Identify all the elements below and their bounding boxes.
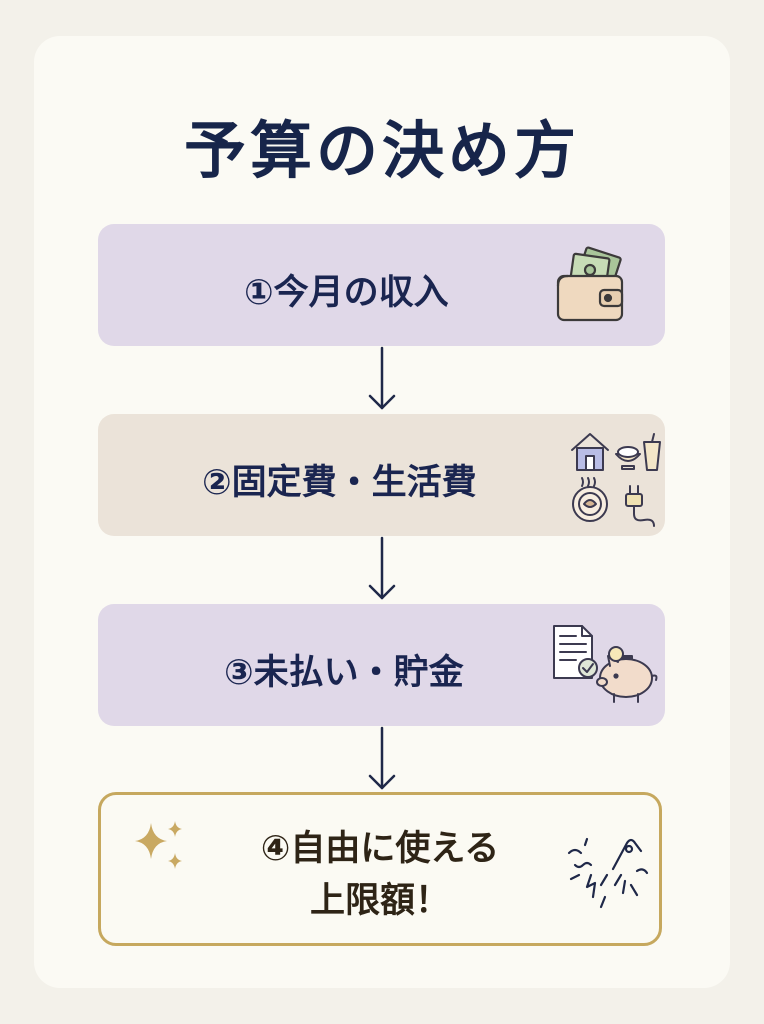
celebration-icon <box>567 837 649 909</box>
wallet-icon <box>556 246 624 322</box>
step-4-box: ④自由に使える 上限額！ <box>98 792 662 946</box>
step-3-label: ③未払い・貯金 <box>224 653 464 693</box>
arrow-down-3 <box>368 726 396 790</box>
step-1-box: ①今月の収入 <box>98 224 665 346</box>
step-2-label: ②固定費・生活費 <box>202 463 477 503</box>
sparkle-icon <box>135 821 182 869</box>
page-title: 予算の決め方 <box>183 114 580 187</box>
step-3-box: ③未払い・貯金 <box>98 604 665 726</box>
document-piggybank-icons <box>553 625 658 703</box>
arrow-down-1 <box>368 346 396 410</box>
step-4-label: ④自由に使える 上限額！ <box>101 823 659 927</box>
house-food-icons <box>571 433 661 527</box>
step-1-label: ①今月の収入 <box>244 273 449 313</box>
arrow-down-2 <box>368 536 396 600</box>
step-2-box: ②固定費・生活費 <box>98 414 665 536</box>
step-4-label-line1: ④自由に使える <box>260 829 500 869</box>
step-4-label-line2: 上限額！ <box>309 881 450 921</box>
